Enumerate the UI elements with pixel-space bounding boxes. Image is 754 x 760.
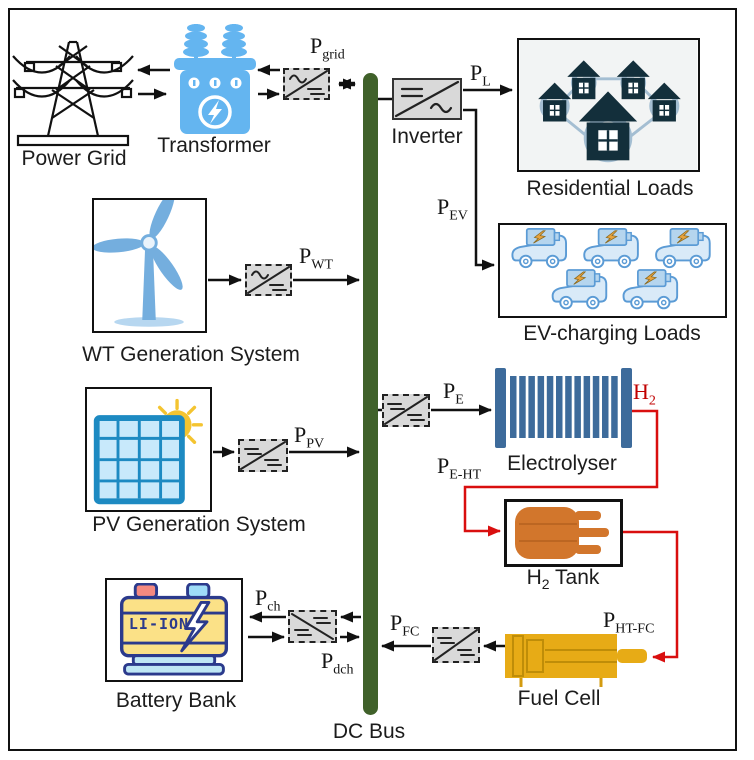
p-ev-label: PEV [437, 194, 468, 224]
inverter-icon [392, 78, 462, 120]
p-grid-label: Pgrid [310, 33, 345, 63]
ev-cars-icon [511, 227, 711, 310]
p-ht-fc-label: PHT-FC [603, 607, 655, 637]
diagram-frame [8, 8, 737, 751]
p-e-ht-label: PE-HT [437, 453, 482, 483]
dc-dc-converter-pv-icon [238, 439, 288, 472]
pv-system-box [85, 387, 212, 512]
wt-system-label: WT Generation System [82, 343, 300, 366]
p-dch-label: Pdch [321, 648, 354, 678]
residential-loads-label: Residential Loads [526, 177, 694, 200]
pv-system-label: PV Generation System [92, 513, 306, 536]
dc-dc-converter-electrolyser-icon [382, 394, 430, 427]
residential-houses-icon [519, 40, 698, 170]
ev-loads-label: EV-charging Loads [523, 322, 701, 345]
power-grid-label: Power Grid [21, 147, 127, 170]
electrolyser-label: Electrolyser [507, 452, 617, 475]
h2-tank-icon [515, 507, 609, 559]
electrolyser-icon [495, 368, 632, 448]
battery-bank-label: Battery Bank [115, 689, 237, 712]
transformer-icon [174, 24, 256, 134]
residential-loads-box [517, 38, 700, 172]
power-grid-icon [12, 40, 134, 147]
wind-turbine-icon [94, 200, 184, 327]
ac-dc-converter-wt-icon [245, 264, 292, 296]
p-ch-label: Pch [255, 585, 281, 615]
ev-loads-box [498, 223, 727, 318]
dc-dc-converter-fuelcell-icon [432, 627, 480, 663]
p-wt-label: PWT [299, 243, 334, 273]
transformer-label: Transformer [157, 134, 271, 157]
dc-bus-bar [363, 73, 378, 715]
h2-label: H2 [633, 379, 656, 409]
dc-bus-label: DC Bus [332, 720, 406, 743]
h2-line-tank-to-fuelcell [623, 530, 679, 663]
dc-dc-converter-battery-icon [288, 610, 337, 643]
arrow-pev [463, 108, 495, 271]
fuel-cell-icon [505, 634, 647, 687]
ac-dc-converter-grid-icon [283, 68, 330, 100]
wt-system-box [92, 198, 207, 333]
battery-icon [119, 583, 229, 676]
solar-panel-icon [93, 398, 203, 505]
p-fc-label: PFC [390, 610, 420, 640]
p-pv-label: PPV [294, 422, 325, 452]
fuel-cell-label: Fuel Cell [517, 687, 601, 710]
p-l-label: PL [470, 60, 491, 90]
inverter-label: Inverter [391, 125, 463, 148]
h2-tank-label: H2 Tank [526, 566, 600, 593]
p-e-label: PE [443, 378, 464, 408]
h2-line-electrolyser-to-tank [463, 409, 659, 537]
h2-tank-box [504, 499, 623, 567]
battery-cell-text: LI-ION [128, 615, 190, 633]
